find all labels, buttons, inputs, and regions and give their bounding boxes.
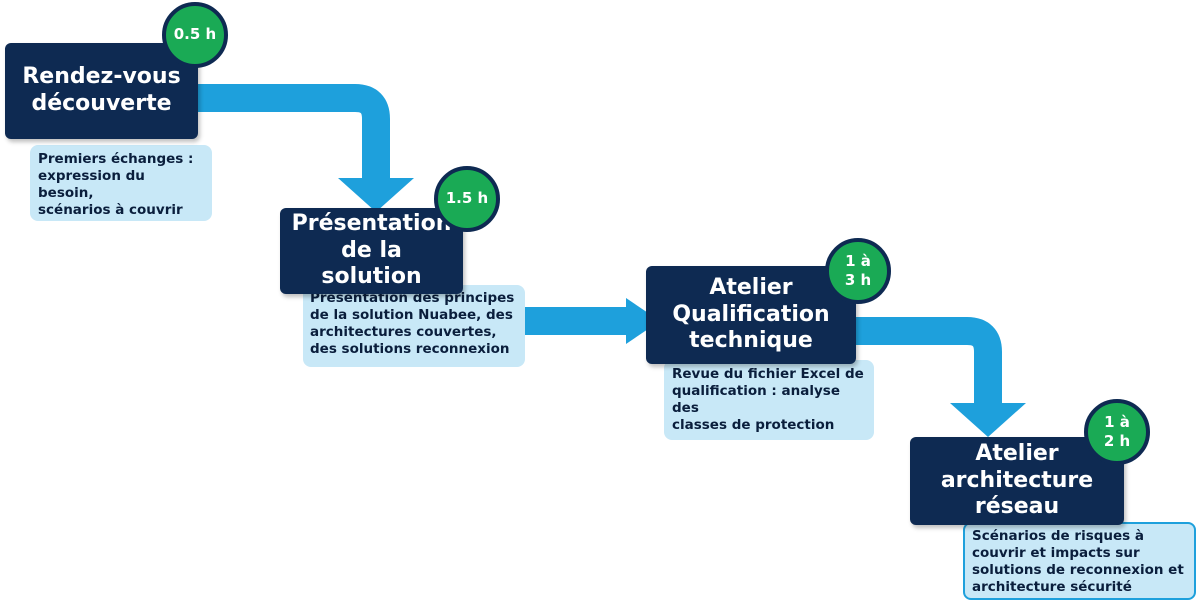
step-2-description-text: Présentation des principes de la solutio… [310, 290, 515, 357]
step-1-description-text: Premiers échanges : expression du besoin… [38, 151, 194, 218]
step-4-description: Scénarios de risques à couvrir et impact… [963, 522, 1196, 600]
step-3-box: Atelier Qualification technique [646, 266, 856, 364]
step-3-duration: 1 à 3 h [844, 251, 872, 290]
step-4-duration-badge: 1 à 2 h [1084, 399, 1150, 465]
step-1-description: Premiers échanges : expression du besoin… [30, 145, 212, 221]
arrow-step1-to-step2 [195, 84, 390, 180]
step-2-title: Présentation de la solution [291, 210, 452, 290]
arrow-step3-to-step4-head [950, 403, 1026, 437]
step-1-duration-badge: 0.5 h [162, 2, 228, 68]
step-2-duration-badge: 1.5 h [434, 166, 500, 232]
arrow-step1-to-step2-head [338, 178, 414, 212]
step-2-duration: 1.5 h [445, 189, 489, 208]
step-4-duration: 1 à 2 h [1103, 412, 1131, 451]
step-2-box: Présentation de la solution [280, 208, 463, 294]
step-1-box: Rendez-vous découverte [5, 43, 198, 139]
step-2-description: Présentation des principes de la solutio… [303, 285, 525, 367]
step-4-description-text: Scénarios de risques à couvrir et impact… [972, 528, 1184, 595]
step-3-duration-badge: 1 à 3 h [825, 238, 891, 304]
step-1-duration: 0.5 h [173, 25, 217, 44]
step-4-title: Atelier architecture réseau [940, 440, 1094, 520]
arrow-step3-to-step4 [850, 317, 1002, 405]
step-3-description-text: Revue du fichier Excel de qualification … [672, 366, 864, 433]
step-1-title: Rendez-vous découverte [22, 64, 181, 116]
step-3-title: Atelier Qualification technique [672, 274, 830, 354]
step-4-box: Atelier architecture réseau [910, 437, 1124, 525]
arrow-step2-to-step3-head [626, 298, 660, 344]
step-3-description: Revue du fichier Excel de qualification … [664, 360, 874, 440]
